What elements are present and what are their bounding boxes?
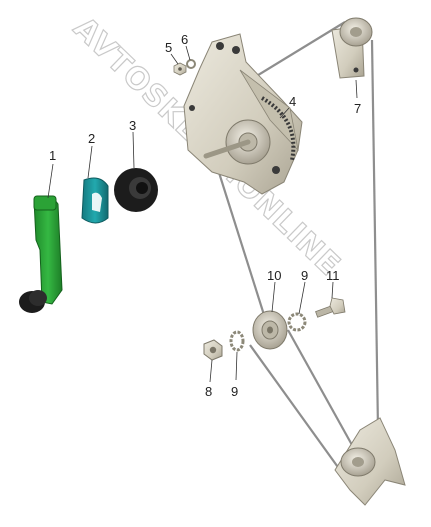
small-washer [186,59,196,69]
upper-pulley-bracket [331,17,373,79]
callout-10: 10 [267,268,281,283]
callout-1: 1 [49,148,56,163]
bolt [315,297,346,318]
nut [203,339,223,361]
callout-2: 2 [88,131,95,146]
callout-9-upper: 9 [301,268,308,283]
callout-7: 7 [354,101,361,116]
washer-lower [229,330,245,352]
callouts: 1 2 3 4 5 6 7 8 9 10 9 11 [49,32,361,399]
cable-cross [287,329,353,446]
callout-3: 3 [129,118,136,133]
callout-4: 4 [289,94,296,109]
cable-left-upper [213,159,267,319]
callout-6: 6 [181,32,188,47]
crank-handle [19,195,63,313]
cable-right [370,39,380,431]
callout-11: 11 [326,268,340,283]
callout-8: 8 [205,384,212,399]
washer-upper [287,312,307,332]
lower-pulley-bracket [334,417,406,506]
regulator-mechanism [183,33,303,195]
cable-upper [249,21,346,81]
spacer [81,177,109,224]
small-nut [173,62,187,76]
seal [114,168,158,212]
leader-lines [47,45,358,383]
cables [213,21,380,471]
callout-5: 5 [165,40,172,55]
middle-pulley [252,310,288,350]
callout-9-lower: 9 [231,384,238,399]
cable-left-lower [249,344,341,471]
